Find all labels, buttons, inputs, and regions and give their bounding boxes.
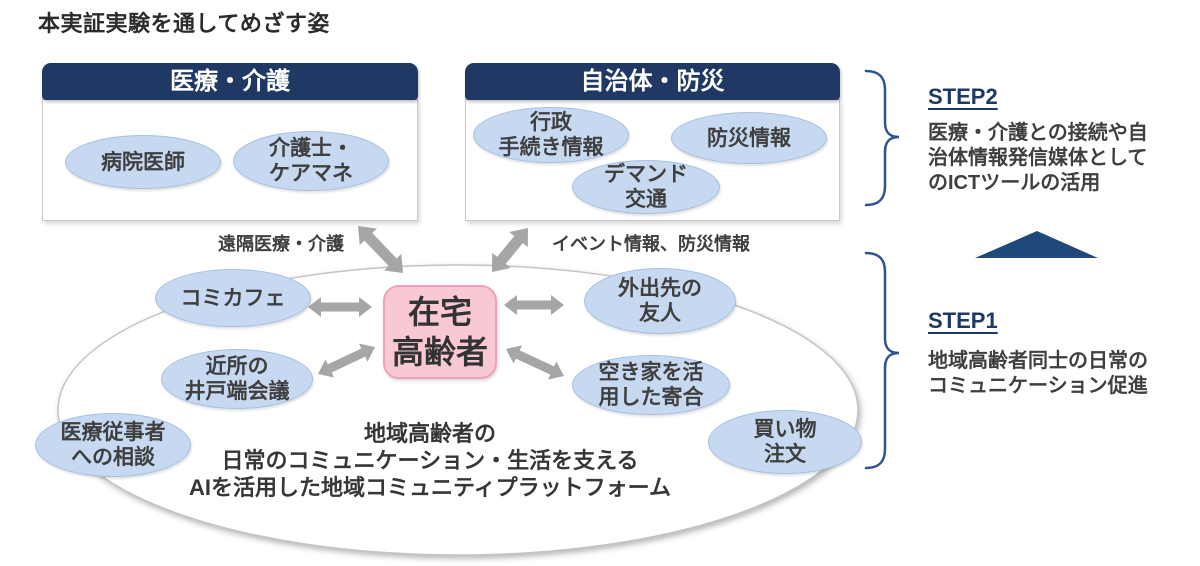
- step1-description: 地域高齢者同士の日常の コミュニケーション促進: [928, 350, 1148, 397]
- brace-step1: [864, 251, 900, 470]
- step2-description: 医療・介護との接続や自 治体情報発信媒体として のICTツールの活用: [928, 122, 1148, 194]
- hospital-doctor-node: 病院医師: [65, 135, 221, 189]
- home-elderly-center-box: 在宅 高齢者: [383, 285, 497, 379]
- community-cafe-node: コミカフェ: [155, 269, 311, 327]
- medical-care-panel-header: 医療・介護: [42, 63, 418, 100]
- neighborhood-chat-node: 近所の 井戸端会議: [161, 349, 313, 409]
- platform-caption: 地域高齢者の 日常のコミュニケーション・生活を支える AIを活用した地域コミュニ…: [188, 421, 672, 500]
- disaster-info-node: 防災情報: [671, 112, 827, 164]
- arrow-government-link-icon: [492, 228, 528, 272]
- arrow-neighborhood-icon: [318, 343, 375, 378]
- event-disaster-info-label: イベント情報、防災情報: [552, 234, 750, 254]
- arrow-medical-link-icon: [358, 226, 403, 273]
- brace-step2: [864, 69, 900, 207]
- remote-medical-care-label: 遠隔医療・介護: [218, 234, 344, 254]
- page-title: 本実証実験を通してめざす姿: [38, 11, 330, 36]
- arrow-comicafe-icon: [308, 297, 372, 317]
- step-up-triangle-icon: [975, 231, 1098, 258]
- medical-staff-consult-node: 医療従事者 への相談: [35, 413, 191, 477]
- step1-label: STEP1: [928, 308, 998, 333]
- caregiver-caremanager-node: 介護士・ ケアマネ: [233, 131, 389, 191]
- step2-label: STEP2: [928, 84, 998, 109]
- shopping-order-node: 買い物 注文: [708, 410, 862, 474]
- arrow-friends-icon: [504, 295, 564, 315]
- friends-outside-node: 外出先の 友人: [584, 268, 736, 334]
- vacant-house-gathering-node: 空き家を活 用した寄合: [572, 355, 730, 415]
- government-disaster-panel-header: 自治体・防災: [465, 63, 840, 100]
- platform-ellipse: [57, 264, 859, 556]
- medical-care-panel: 医療・介護 病院医師 介護士・ ケアマネ: [42, 63, 418, 221]
- arrow-vacant-house-icon: [506, 345, 564, 380]
- government-disaster-panel: 自治体・防災 行政 手続き情報 防災情報 デマンド 交通: [465, 63, 840, 221]
- demand-transport-node: デマンド 交通: [572, 160, 720, 214]
- admin-procedure-info-node: 行政 手続き情報: [473, 107, 629, 163]
